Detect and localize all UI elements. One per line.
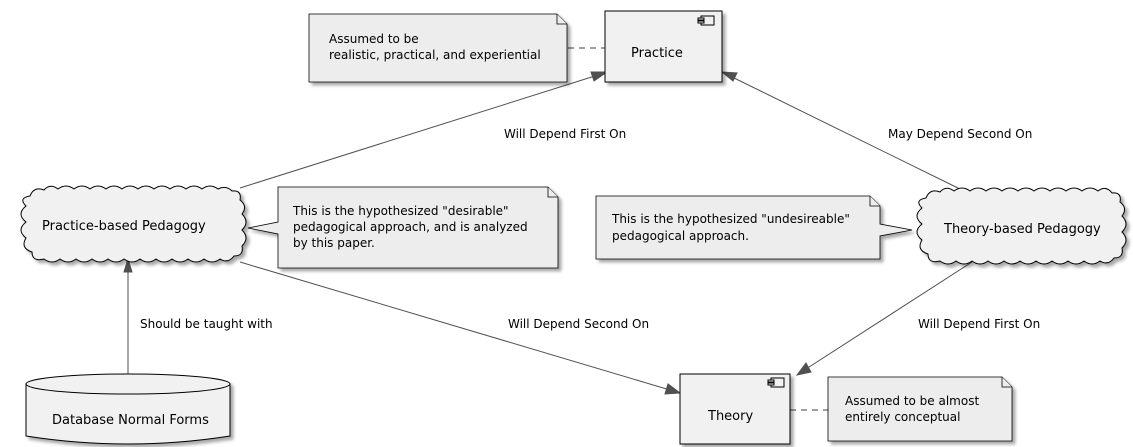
edge-practice-pedagogy-to-theory: Will Depend Second On: [239, 261, 682, 395]
node-practice[interactable]: Practice: [604, 10, 723, 83]
node-practice-based-pedagogy[interactable]: Practice-based Pedagogy: [20, 185, 247, 263]
edge-theory-pedagogy-to-practice: May Depend Second On: [720, 71, 1032, 191]
arrowhead-icon: [123, 257, 133, 273]
arrowhead-icon: [720, 71, 738, 82]
note-practice-line-2: realistic, practical, and experiential: [329, 48, 541, 62]
node-database-normal-forms[interactable]: Database Normal Forms: [25, 373, 231, 445]
edges: Will Depend First On May Depend Second O…: [123, 47, 1040, 411]
edge-database-to-practice-pedagogy: Should be taught with: [123, 257, 273, 378]
note-theory-pedagogy-line-2: pedagogical approach.: [612, 229, 749, 243]
arrowhead-icon: [664, 383, 682, 395]
node-label-database-normal-forms: Database Normal Forms: [52, 413, 209, 428]
node-theory-based-pedagogy[interactable]: Theory-based Pedagogy: [916, 187, 1127, 265]
node-label-practice: Practice: [631, 46, 683, 61]
edge-label-will-depend-first-on-theory: Will Depend First On: [918, 317, 1040, 331]
note-practice-pedagogy-line-1: This is the hypothesized "desirable": [292, 204, 509, 218]
component-icon: [697, 15, 715, 26]
edge-label-will-depend-first-on-practice: Will Depend First On: [504, 127, 626, 141]
arrowhead-icon: [795, 362, 812, 376]
note-practice: [308, 13, 568, 83]
edge-label-will-depend-second-on: Will Depend Second On: [508, 317, 649, 331]
note-theory-pedagogy: [595, 195, 913, 260]
edge-theory-pedagogy-to-theory: Will Depend First On: [795, 261, 1040, 376]
note-theory: [827, 376, 1013, 442]
node-label-theory: Theory: [707, 409, 753, 424]
arrowhead-icon: [590, 71, 609, 82]
edge-label-may-depend-second-on: May Depend Second On: [888, 127, 1032, 141]
node-theory[interactable]: Theory: [679, 373, 791, 445]
note-practice-pedagogy: [247, 186, 559, 269]
note-theory-pedagogy-line-1: This is the hypothesized "undesireable": [611, 212, 850, 226]
note-practice-line-1: Assumed to be: [329, 32, 419, 46]
component-icon: [767, 377, 785, 388]
note-practice-pedagogy-line-2: pedagogical approach, and is analyzed: [293, 220, 528, 234]
edge-practice-pedagogy-to-practice: Will Depend First On: [239, 71, 626, 189]
note-theory-line-2: entirely conceptual: [845, 410, 960, 424]
node-label-practice-based-pedagogy: Practice-based Pedagogy: [42, 219, 206, 234]
edge-label-should-be-taught-with: Should be taught with: [140, 317, 273, 331]
note-practice-pedagogy-line-3: by this paper.: [293, 236, 375, 250]
node-label-theory-based-pedagogy: Theory-based Pedagogy: [943, 222, 1101, 237]
note-theory-line-1: Assumed to be almost: [845, 394, 979, 408]
